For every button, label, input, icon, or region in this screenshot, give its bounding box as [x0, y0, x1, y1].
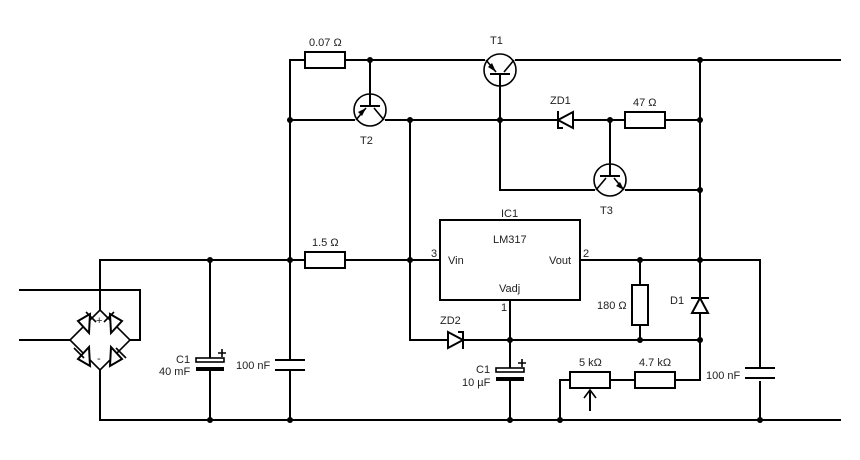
junction [697, 187, 703, 193]
junction [407, 257, 413, 263]
capacitor-100nf-left [275, 359, 305, 371]
junction [507, 337, 513, 343]
resistor-0-07-ohm [304, 51, 346, 69]
ic1-lm317-body [439, 219, 581, 301]
resistor-4-7k [634, 371, 676, 389]
transistor-t2 [353, 93, 387, 127]
label-d1: D1 [670, 295, 684, 307]
label-c1-left-value: 40 mF [159, 366, 190, 378]
label-0-07-ohm: 0.07 Ω [309, 37, 342, 49]
resistor-1-5-ohm [304, 251, 346, 269]
label-zd2: ZD2 [440, 315, 461, 327]
label-100nf-right: 100 nF [706, 370, 741, 382]
label-t1: T1 [490, 35, 503, 47]
transistor-t1 [483, 53, 517, 87]
transistor-t3 [593, 163, 627, 197]
capacitor-c1-10uf [495, 359, 526, 381]
bridge-plus-label: + [96, 315, 102, 327]
junction [507, 417, 513, 423]
junction [697, 337, 703, 343]
label-pin-3: 3 [431, 248, 437, 260]
junction [637, 337, 643, 343]
zener-diode-zd1 [555, 110, 574, 130]
junction [697, 117, 703, 123]
junction [407, 117, 413, 123]
label-ic1: IC1 [501, 208, 518, 220]
label-1-5-ohm: 1.5 Ω [312, 237, 339, 249]
label-4-7k: 4.7 kΩ [639, 357, 671, 369]
resistor-47-ohm [624, 111, 666, 129]
label-t2: T2 [360, 135, 373, 147]
resistor-180-ohm [631, 284, 649, 326]
label-pin-2: 2 [583, 248, 589, 260]
label-vout: Vout [549, 255, 571, 267]
junction [557, 417, 563, 423]
junction [287, 257, 293, 263]
label-zd1: ZD1 [550, 95, 571, 107]
zener-diode-zd2 [447, 330, 466, 350]
wires [19, 59, 841, 421]
bridge-rectifier [68, 308, 132, 372]
potentiometer-5k [569, 371, 611, 411]
capacitor-c1-40mf [195, 349, 226, 371]
label-vadj: Vadj [499, 283, 520, 295]
diode-d1 [690, 295, 710, 314]
junction [207, 257, 213, 263]
junction [607, 117, 613, 123]
capacitor-100nf-right [745, 367, 775, 379]
junction [757, 417, 763, 423]
junction [367, 57, 373, 63]
junction [287, 117, 293, 123]
junction [697, 257, 703, 263]
junction [697, 57, 703, 63]
label-180-ohm: 180 Ω [597, 300, 627, 312]
junction [497, 117, 503, 123]
junction [637, 257, 643, 263]
label-lm317: LM317 [493, 234, 527, 246]
label-t3: T3 [600, 205, 613, 217]
label-5k: 5 kΩ [579, 357, 602, 369]
junction [207, 417, 213, 423]
junctions [207, 57, 763, 423]
label-vin: Vin [448, 255, 464, 267]
label-c1-left: C1 [176, 354, 190, 366]
label-c1-mid-value: 10 µF [462, 377, 491, 389]
label-100nf-left: 100 nF [236, 360, 271, 372]
junction [287, 417, 293, 423]
label-pin-1: 1 [501, 302, 507, 314]
label-c1-mid: C1 [476, 364, 490, 376]
label-47-ohm: 47 Ω [633, 97, 657, 109]
bridge-minus-label: - [97, 353, 101, 365]
